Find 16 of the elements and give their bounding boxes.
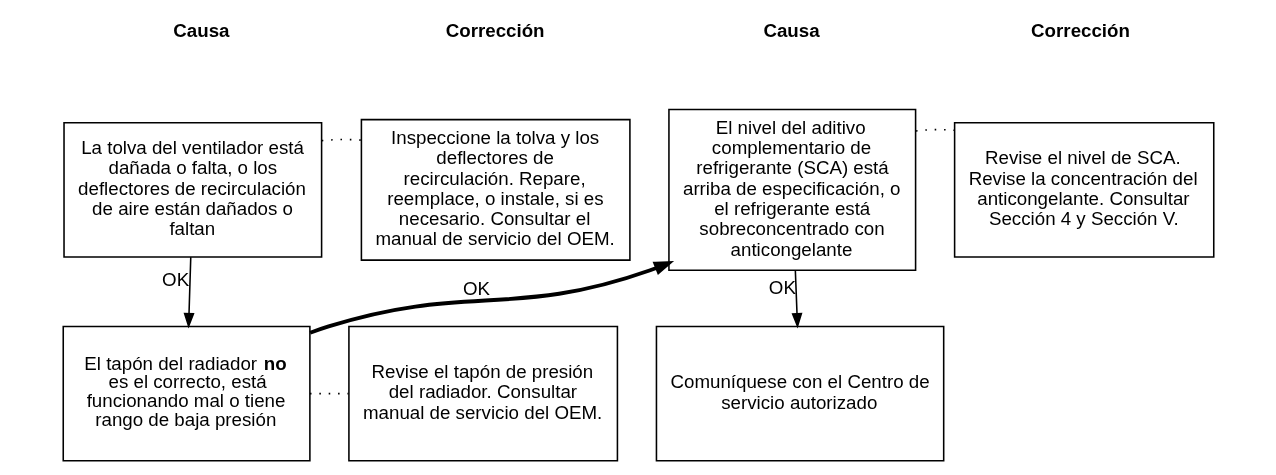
edge-label: OK	[462, 277, 490, 299]
arrow	[309, 260, 674, 335]
arrow	[183, 256, 194, 329]
edge-label: OK	[161, 269, 189, 291]
node-box: La tolva del ventilador está dañada o falta, o los deflectores de recirculación de aire están dañados o faltan	[62, 122, 322, 258]
node-box: Comuníquese con el Centro de servicio autorizado	[655, 325, 944, 462]
label: Causa	[762, 20, 820, 42]
label: Corrección	[445, 20, 545, 42]
label: Corrección	[1030, 20, 1130, 42]
node-box: Revise el nivel de SCA. Revise la concentración del anticongelante. Consultar Sección 4 y Sección V.	[953, 122, 1215, 258]
node-box: Revise el tapón de presión del radiador. Consultar manual de servicio del OEM.	[347, 325, 618, 462]
node-box: Inspeccione la tolva y los deflectores de recirculación. Repare, reemplace, o instale, si es necesario. Consultar el manual de servicio del OEM.	[360, 118, 631, 261]
node-box: El nivel del aditivo complementario de refrigerante (SCA) está arriba de especificación, o el refrigerante está sobreconcentrado con anticongelante	[667, 108, 916, 272]
node-box: El tapón del radiador no es el correcto, está funcionando mal o tiene rango de baja presión	[61, 325, 311, 462]
arrow	[791, 269, 802, 329]
label: Causa	[172, 20, 229, 42]
